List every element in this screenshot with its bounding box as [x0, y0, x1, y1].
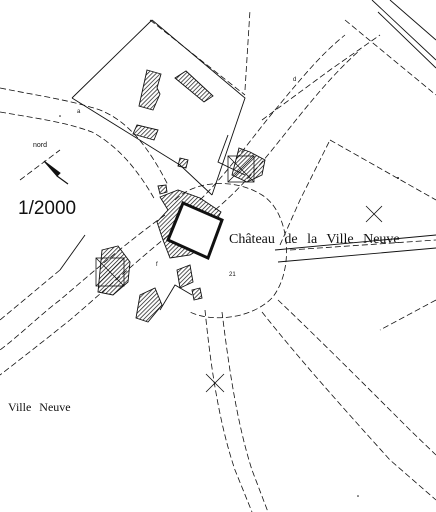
parcel-lines — [59, 0, 436, 311]
chateau-label: Château de la Ville Neuve — [229, 232, 400, 247]
area-label: Ville Neuve — [8, 400, 71, 414]
parcel-mark-f: f — [156, 262, 158, 268]
hatched-buildings — [97, 69, 266, 323]
cross-marks — [95, 155, 383, 393]
chateau-block — [166, 201, 224, 261]
parcel-mark-d: d — [293, 77, 297, 83]
north-arrow-icon — [43, 160, 61, 177]
scale-label: 1/2000 — [18, 198, 77, 219]
north-label: nord — [33, 142, 48, 149]
survey-dots — [59, 115, 399, 497]
parcel-number-21: 21 — [229, 272, 236, 278]
parcel-mark-a: a — [77, 109, 81, 115]
dashed-boundaries — [0, 9, 436, 512]
